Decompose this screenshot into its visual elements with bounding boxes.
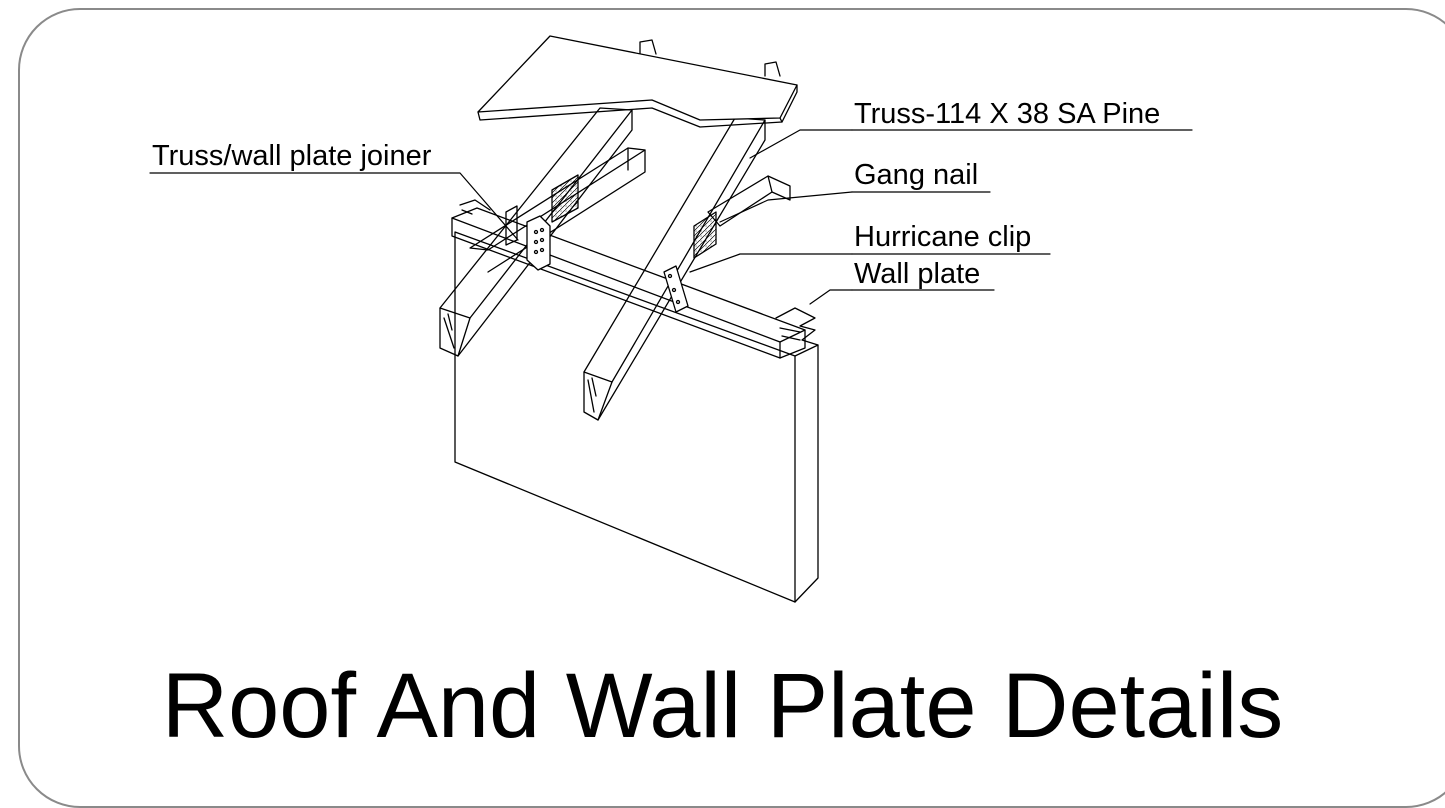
leader-lines (149, 129, 1193, 305)
truss-wall-plate-joiner (505, 205, 551, 271)
label-gang-nail: Gang nail (854, 159, 979, 191)
roof-wall-isometric-drawing (149, 35, 1193, 603)
truss-rafters (439, 107, 766, 421)
gang-nail-plates (551, 174, 717, 259)
label-truss-wall-plate-joiner: Truss/wall plate joiner (152, 140, 432, 172)
label-wall-plate: Wall plate (854, 258, 981, 290)
label-truss: Truss-114 X 38 SA Pine (854, 98, 1161, 130)
label-hurricane-clip: Hurricane clip (854, 221, 1032, 253)
wall-plate (451, 199, 819, 359)
wall-panel (454, 231, 819, 603)
hurricane-clip (663, 265, 689, 313)
drawing-frame (18, 8, 1445, 808)
roof-sheet (477, 35, 798, 128)
page-title: Roof And Wall Plate Details (161, 655, 1284, 757)
ridge-posts (639, 39, 781, 77)
